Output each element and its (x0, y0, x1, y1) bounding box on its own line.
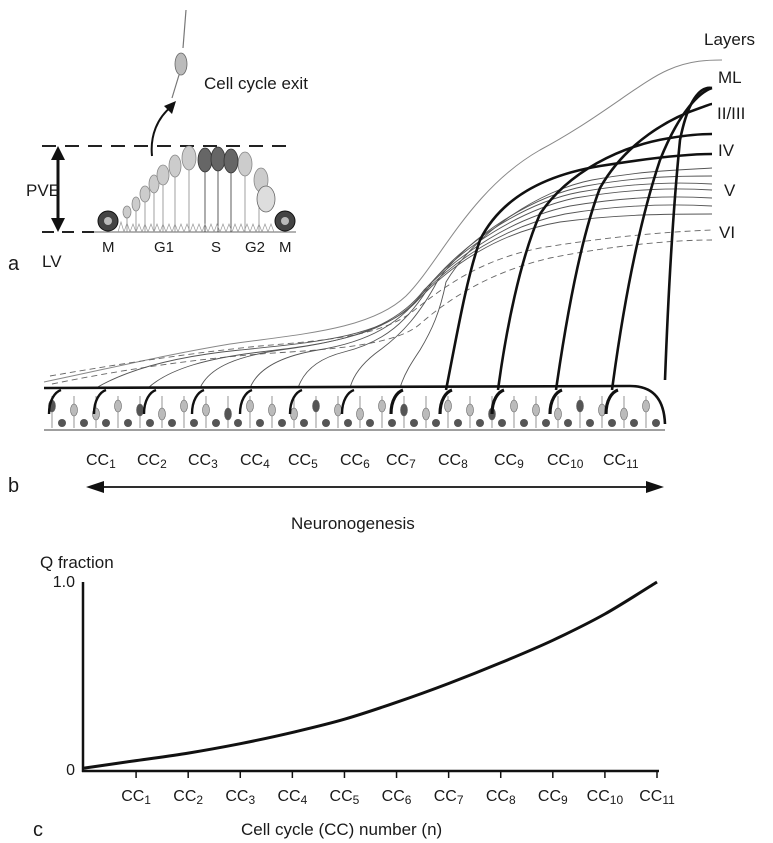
q-fraction-points (84, 582, 657, 768)
x-tick-label-6: CC6 (382, 788, 412, 807)
cycle-label-b-7: CC7 (386, 452, 416, 471)
layers-title: Layers (704, 30, 755, 49)
layer-vi-dashed-1 (49, 229, 713, 377)
x-tick-label-1: CC1 (121, 788, 151, 807)
deep-layer-trajectories (95, 167, 713, 389)
x-tick-label-9: CC9 (538, 788, 568, 807)
pve-height-arrow-icon (51, 146, 65, 232)
x-tick-label-2: CC2 (173, 788, 203, 807)
panel-a-letter: a (8, 253, 20, 275)
pve-label: PVE (26, 181, 60, 200)
x-tick-label-7: CC7 (434, 788, 464, 807)
layer-label-ml: ML (718, 68, 742, 87)
lv-label: LV (42, 252, 62, 271)
y-tick-labels: 01.0 (53, 574, 75, 779)
neuronogenesis-label: Neuronogenesis (291, 514, 415, 533)
cycle-label-b-10: CC10 (547, 452, 584, 471)
panel-b: Layers ML II/III IV V VI CC1 CC2 CC3 CC4 CC5… (8, 30, 755, 533)
pial-surface-outline (43, 59, 723, 383)
layer-label-iv: IV (718, 141, 735, 160)
phase-label-m2: M (279, 239, 292, 256)
upper-layer-trajectories (43, 86, 713, 431)
x-tick-label-8: CC8 (486, 788, 516, 807)
cycle-label-b-8: CC8 (438, 452, 468, 471)
panel-b-letter: b (8, 475, 19, 497)
cycle-labels-b: CC1 CC2 CC3 CC4 CC5 CC6 CC7 CC8 CC9 CC10 CC11 (86, 452, 639, 471)
cycle-label-b-4: CC4 (240, 452, 270, 471)
interkinetic-cells (94, 145, 296, 234)
exit-arrow-icon (150, 105, 173, 157)
x-tick-label-11: CC11 (639, 788, 675, 807)
q-fraction-line (83, 580, 658, 770)
exit-arrowhead-icon (164, 101, 176, 114)
cycle-label-b-6: CC6 (340, 452, 370, 471)
layer-vi-dashed-2 (51, 239, 713, 385)
phase-label-g1: G1 (154, 239, 174, 256)
cycle-label-b-11: CC11 (603, 452, 639, 471)
neuronogenesis-arrow-icon (86, 481, 664, 493)
layer-label-ii-iii: II/III (717, 104, 745, 123)
y-axis-label: Q fraction (40, 553, 114, 572)
x-axis-label: Cell cycle (CC) number (n) (241, 820, 442, 839)
cell-cycle-exit-label: Cell cycle exit (204, 74, 308, 93)
phase-label-g2: G2 (245, 239, 265, 256)
x-tick-label-3: CC3 (225, 788, 255, 807)
exiting-neuron-icon (171, 9, 188, 99)
cycle-label-b-2: CC2 (137, 452, 167, 471)
y-tick-label-0: 0 (66, 762, 75, 779)
phase-label-s: S (211, 239, 221, 256)
y-tick-label-1: 1.0 (53, 574, 75, 591)
x-tick-label-4: CC4 (277, 788, 307, 807)
layer-label-v: V (724, 181, 736, 200)
x-tick-label-10: CC10 (587, 788, 624, 807)
panel-a: a Cell cycle exit PVE LV (8, 9, 308, 275)
x-ticks: CC1 CC2 CC3 CC4 CC5 CC6 CC7 CC8 CC9 CC10 CC11 (121, 770, 675, 807)
phase-label-m1: M (102, 239, 115, 256)
cycle-label-b-9: CC9 (494, 452, 524, 471)
cycle-label-b-3: CC3 (188, 452, 218, 471)
cycle-label-b-5: CC5 (288, 452, 318, 471)
cycle-label-b-1: CC1 (86, 452, 116, 471)
layer-label-vi: VI (719, 223, 735, 242)
ventricular-zone-cells (47, 388, 660, 428)
x-tick-label-5: CC5 (330, 788, 360, 807)
panel-c-letter: c (33, 819, 43, 841)
